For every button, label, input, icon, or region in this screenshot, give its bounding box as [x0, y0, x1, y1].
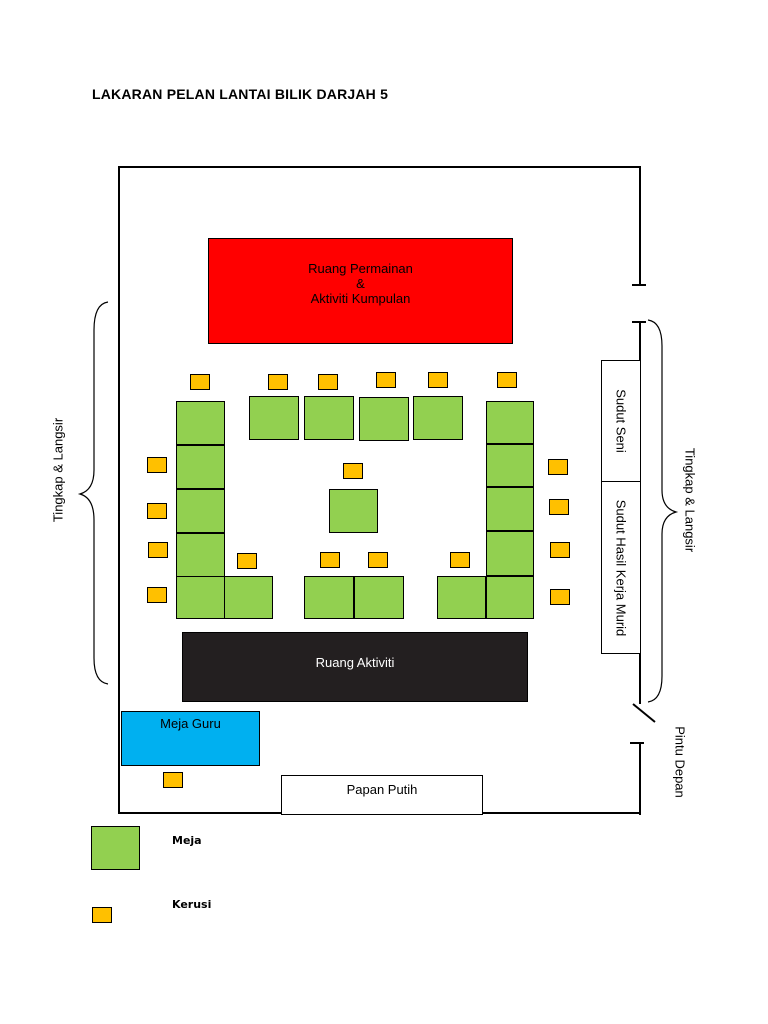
desk	[437, 576, 486, 619]
desk	[176, 401, 225, 445]
work-corner: Sudut Hasil Kerja Murid	[601, 481, 641, 654]
desk	[304, 396, 354, 440]
desk	[486, 401, 534, 444]
games-zone-label-1: Ruang Permainan	[308, 261, 413, 276]
chair	[163, 772, 183, 788]
legend-chair-swatch	[92, 907, 112, 923]
chair	[428, 372, 448, 388]
desk	[413, 396, 463, 440]
chair	[549, 499, 569, 515]
desk	[354, 576, 404, 619]
chair	[147, 503, 167, 519]
chair	[548, 459, 568, 475]
work-corner-label: Sudut Hasil Kerja Murid	[613, 499, 629, 636]
whiteboard: Papan Putih	[281, 775, 483, 815]
chair	[450, 552, 470, 568]
legend-desk-swatch	[91, 826, 140, 870]
chair	[497, 372, 517, 388]
desk	[176, 445, 225, 489]
chair	[190, 374, 210, 390]
desk	[304, 576, 354, 619]
desk	[176, 576, 225, 619]
desk	[486, 576, 534, 619]
left-windows-label: Tingkap & Langsir	[50, 417, 66, 523]
desk	[486, 531, 534, 576]
desk	[329, 489, 378, 533]
legend-chair-label: Kerusi	[172, 898, 212, 911]
teacher-desk: Meja Guru	[121, 711, 260, 766]
desk	[176, 533, 225, 577]
chair	[550, 542, 570, 558]
chair	[147, 457, 167, 473]
chair	[368, 552, 388, 568]
legend-desk-label: Meja	[172, 834, 202, 847]
chair	[550, 589, 570, 605]
chair	[376, 372, 396, 388]
activity-zone: Ruang Aktiviti	[182, 632, 528, 702]
games-zone-label-2: &	[356, 276, 365, 291]
desk	[486, 487, 534, 531]
chair	[147, 587, 167, 603]
chair	[148, 542, 168, 558]
chair	[318, 374, 338, 390]
art-corner-label: Sudut Seni	[613, 389, 629, 453]
desk	[359, 397, 409, 441]
desk	[486, 444, 534, 487]
art-corner: Sudut Seni	[601, 360, 641, 482]
chair	[343, 463, 363, 479]
games-zone-label-3: Aktiviti Kumpulan	[310, 291, 411, 306]
desk	[249, 396, 299, 440]
right-windows-label: Tingkap & Langsir	[682, 447, 698, 553]
chair	[237, 553, 257, 569]
desk	[224, 576, 273, 619]
chair	[320, 552, 340, 568]
chair	[268, 374, 288, 390]
front-door-label: Pintu Depan	[672, 726, 688, 798]
games-group-activity-zone: Ruang Permainan & Aktiviti Kumpulan	[208, 238, 513, 344]
desk	[176, 489, 225, 533]
page-title: LAKARAN PELAN LANTAI BILIK DARJAH 5	[92, 86, 389, 102]
